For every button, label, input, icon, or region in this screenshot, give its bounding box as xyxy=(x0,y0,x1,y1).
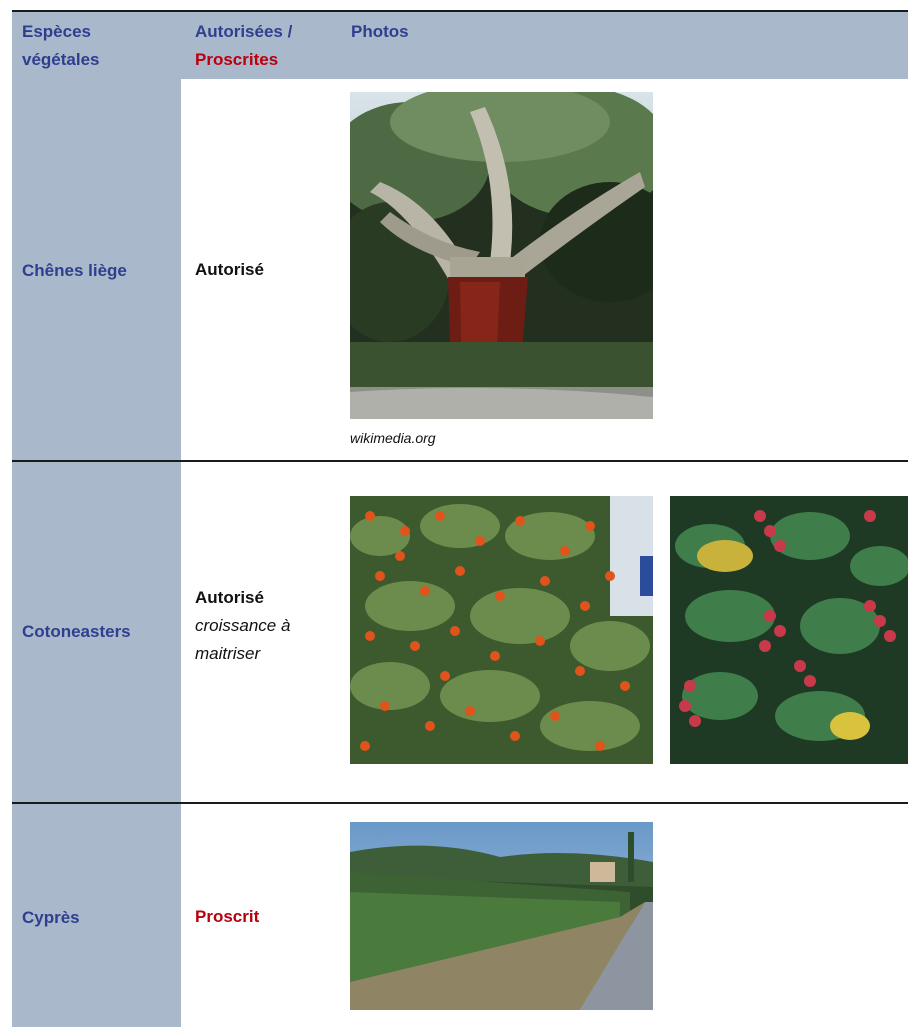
row-species-cell xyxy=(12,804,181,1027)
header-photos: Photos xyxy=(351,22,409,41)
cotoneaster-hedge-photo xyxy=(350,496,653,764)
cork-oak-photo xyxy=(350,92,653,419)
row-divider xyxy=(12,460,908,462)
header-status: Autorisées / Proscrites xyxy=(195,22,293,69)
row-species-cell xyxy=(12,462,181,802)
status-cell: Autorisé xyxy=(195,256,264,284)
status-label: Autorisé xyxy=(195,260,264,279)
plant-species-table: Espèces végétales Autorisées / Proscrite… xyxy=(12,0,908,1027)
status-cell: Proscrit xyxy=(195,903,259,931)
table-header: Espèces végétales Autorisées / Proscrite… xyxy=(12,10,908,79)
photo-caption: wikimedia.org xyxy=(350,430,436,446)
status-note: croissance à xyxy=(195,616,291,635)
row-species-cell xyxy=(12,77,181,460)
species-name: Chênes liège xyxy=(22,261,127,280)
status-cell: Autorisé croissance à maitriser xyxy=(195,584,290,668)
row-divider xyxy=(12,802,908,804)
header-species: Espèces végétales xyxy=(22,22,100,69)
cypress-hedge-photo xyxy=(350,822,653,1010)
status-note: maitriser xyxy=(195,644,261,663)
species-name: Cotoneasters xyxy=(22,622,131,641)
status-label: Autorisé xyxy=(195,588,264,607)
species-name: Cyprès xyxy=(22,908,80,927)
cotoneaster-leaves-photo xyxy=(670,496,908,764)
status-label: Proscrit xyxy=(195,907,260,926)
